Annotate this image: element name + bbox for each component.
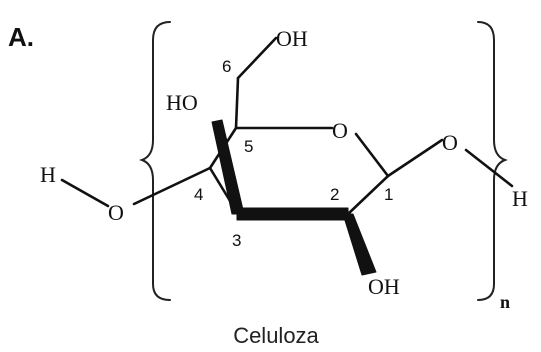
atom-ring-o: O (332, 118, 348, 143)
bond-c4-o-left (132, 166, 212, 206)
ring-bonds (60, 36, 514, 216)
wedge-c2-oh (342, 213, 377, 276)
right-bracket (477, 21, 508, 301)
atom-o-left: O (108, 200, 124, 225)
carbon-number-5: 5 (244, 137, 253, 156)
carbon-number-6: 6 (222, 57, 231, 76)
carbon-number-2: 2 (330, 185, 339, 204)
bond-c1-c2 (346, 174, 390, 216)
carbon-number-1: 1 (384, 185, 393, 204)
atom-oh-c6: OH (276, 26, 308, 51)
repeat-subscript: n (500, 292, 510, 312)
bond-o-c1 (354, 132, 390, 178)
left-bracket (139, 21, 171, 301)
carbon-number-4: 4 (194, 185, 203, 204)
atom-oh-c2: OH (368, 274, 400, 299)
atom-h-right: H (512, 186, 528, 211)
atom-o-right: O (442, 130, 458, 155)
wedge-c3-c2 (236, 207, 349, 221)
caption: Celuloza (233, 323, 319, 348)
panel-label: A. (8, 22, 34, 52)
bond-c5-c6 (234, 76, 240, 130)
bond-c1-o-right (386, 138, 444, 178)
atom-ho-c3: HO (166, 90, 198, 115)
wedge-c3-oh (211, 119, 245, 215)
atom-h-left: H (40, 162, 56, 187)
bond-o-left-h (60, 178, 110, 208)
bond-o-right-h (464, 148, 514, 188)
carbon-number-3: 3 (232, 231, 241, 250)
bond-c6-oh (236, 36, 278, 80)
